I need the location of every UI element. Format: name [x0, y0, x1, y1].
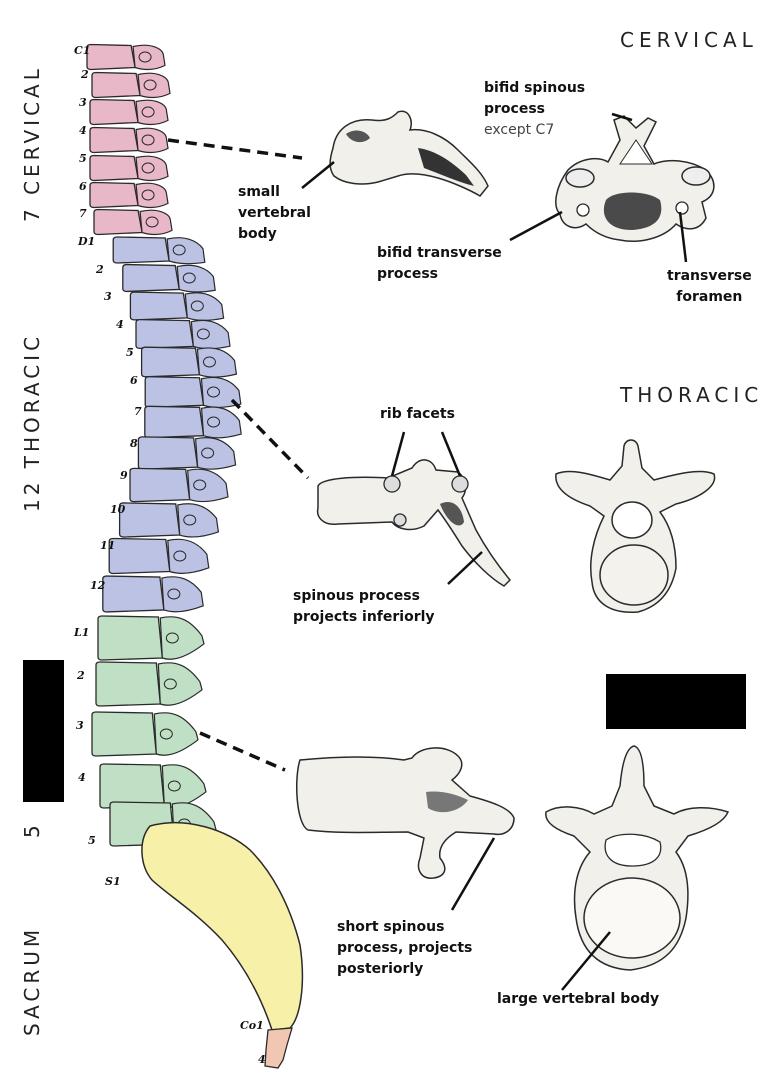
- vertebra-number-d12: 12: [90, 579, 106, 592]
- pointer-small-body: [301, 161, 335, 189]
- lumbar-dashed-leader: [199, 731, 286, 772]
- label-spinous-process-inferior: spinous process projects inferiorly: [293, 588, 435, 625]
- lumbar-vertebra-lateral-view: [295, 747, 515, 879]
- sacrum-shape: [141, 822, 304, 1031]
- lumbar-vertebra-superior-view: [545, 745, 729, 971]
- vertebra-thoracic-6: [144, 376, 242, 408]
- vertebra-number-d8: 8: [130, 437, 138, 450]
- label-large-vertebral-body: large vertebral body: [497, 991, 660, 1007]
- pointer-rib-facet-left: [390, 431, 406, 477]
- cervical-side-label: 7 CERVICAL: [20, 65, 44, 222]
- vertebra-number-c3: 3: [79, 96, 87, 109]
- vertebra-cervical-1: [86, 43, 166, 71]
- pointer-rib-facet-right: [440, 431, 462, 477]
- sacrum-side-label: SACRUM: [20, 925, 44, 1036]
- pointer-short-spinous: [450, 837, 496, 911]
- vertebra-number-d4: 4: [116, 318, 124, 331]
- vertebra-number-c2: 2: [81, 68, 89, 81]
- vertebra-number-d1: D1: [78, 235, 96, 248]
- redaction-block-left: [23, 660, 64, 802]
- thoracic-vertebra-lateral-view: [316, 459, 512, 587]
- pointer-bifid-spinous: [611, 112, 633, 122]
- lumbar-side-label: 5: [20, 821, 44, 838]
- vertebral-column: [86, 43, 242, 847]
- coccyx-shape: [264, 1027, 293, 1069]
- vertebra-number-d9: 9: [120, 469, 128, 482]
- vertebra-number-c6: 6: [79, 180, 87, 193]
- vertebra-cervical-3: [89, 98, 169, 126]
- cervical-section-title: CERVICAL: [620, 28, 758, 52]
- label-short-spinous-process: short spinous process, projects posterio…: [337, 919, 473, 977]
- vertebra-thoracic-12: [102, 575, 204, 613]
- thoracic-section-title: THORACIC: [620, 383, 763, 407]
- label-small-vertebral-body: small vertebral body: [238, 184, 311, 242]
- vertebra-thoracic-5: [140, 346, 238, 378]
- thoracic-vertebra-superior-view: [555, 439, 716, 613]
- vertebra-number-c5: 5: [79, 152, 87, 165]
- vertebra-number-c1: C1: [74, 44, 91, 57]
- vertebra-cervical-5: [89, 154, 169, 182]
- vertebra-number-d6: 6: [130, 374, 138, 387]
- vertebra-number-d5: 5: [126, 346, 134, 359]
- vertebra-number-l2: 2: [77, 669, 85, 682]
- vertebra-cervical-2: [91, 71, 171, 99]
- vertebra-number-l3: 3: [76, 719, 84, 732]
- vertebra-number-c4: 4: [79, 124, 87, 137]
- label-rib-facets: rib facets: [380, 406, 455, 422]
- label-bifid-transverse-process: bifid transverse process: [377, 245, 502, 282]
- vertebra-number-d11: 11: [100, 539, 116, 552]
- cervical-vertebra-superior-view: [555, 115, 715, 242]
- vertebra-thoracic-11: [108, 537, 210, 575]
- vertebra-number-l5: 5: [88, 834, 96, 847]
- cervical-dashed-leader: [167, 138, 303, 160]
- pointer-spinous-inferior: [447, 551, 483, 585]
- vertebra-cervical-6: [89, 181, 169, 209]
- vertebra-number-l4: 4: [78, 771, 86, 784]
- vertebra-thoracic-4: [135, 318, 231, 350]
- vertebra-thoracic-9: [129, 467, 229, 503]
- vertebra-thoracic-7: [144, 405, 242, 439]
- vertebra-number-c7: 7: [79, 207, 87, 220]
- pointer-large-body: [561, 931, 611, 991]
- vertebra-number-d10: 10: [110, 503, 126, 516]
- vertebra-lumbar-2: [95, 661, 203, 707]
- cervical-vertebra-lateral-view: [329, 110, 489, 197]
- thoracic-dashed-leader: [230, 398, 310, 480]
- vertebra-number-co1: Co1: [240, 1019, 264, 1032]
- vertebra-number-d3: 3: [104, 290, 112, 303]
- pointer-bifid-transverse: [509, 210, 563, 242]
- label-except-c7: except C7: [484, 122, 555, 138]
- vertebra-thoracic-2: [122, 263, 216, 293]
- vertebra-number-s1: S1: [105, 875, 121, 888]
- thoracic-side-label: 12 THORACIC: [20, 332, 44, 512]
- vertebra-lumbar-4: [99, 763, 207, 809]
- vertebra-number-d7: 7: [134, 405, 142, 418]
- vertebra-number-d2: 2: [96, 263, 104, 276]
- vertebra-cervical-4: [89, 126, 169, 154]
- vertebra-number-l1: L1: [74, 626, 90, 639]
- label-transverse-foramen: transverse foramen: [667, 268, 752, 305]
- label-bifid-spinous-process: bifid spinous process except C7: [484, 78, 585, 141]
- vertebra-thoracic-8: [137, 436, 237, 470]
- vertebra-thoracic-1: [112, 236, 206, 265]
- vertebra-thoracic-3: [129, 291, 225, 321]
- vertebra-lumbar-3: [91, 711, 199, 757]
- vertebra-lumbar-1: [97, 615, 205, 661]
- redaction-block-right: [606, 674, 746, 729]
- vertebra-cervical-7: [93, 208, 173, 236]
- vertebra-number-co4: 4: [258, 1053, 266, 1066]
- vertebra-thoracic-10: [118, 502, 220, 538]
- pointer-transverse-foramen: [678, 211, 688, 263]
